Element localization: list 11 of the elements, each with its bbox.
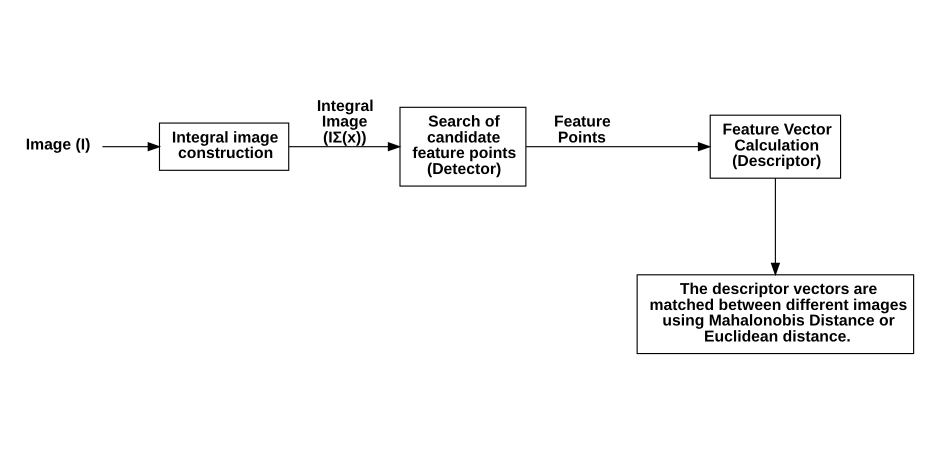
node-box: Search of candidate feature points (Detector) bbox=[399, 106, 526, 187]
arrow bbox=[526, 142, 712, 152]
arrow bbox=[102, 142, 162, 152]
node-box: Integral image construction bbox=[158, 122, 290, 171]
edge-label: Feature Points bbox=[554, 114, 611, 146]
node-box: Feature Vector Calculation (Descriptor) bbox=[710, 114, 842, 179]
arrow bbox=[770, 178, 780, 276]
edge-label: Integral Image (IΣ(x)) bbox=[316, 98, 374, 146]
arrow bbox=[288, 142, 402, 152]
node-text: Image (I) bbox=[26, 136, 90, 154]
node-box: The descriptor vectors are matched between different images using Mahalonobis Distance or Euclidean distance. bbox=[636, 274, 914, 354]
